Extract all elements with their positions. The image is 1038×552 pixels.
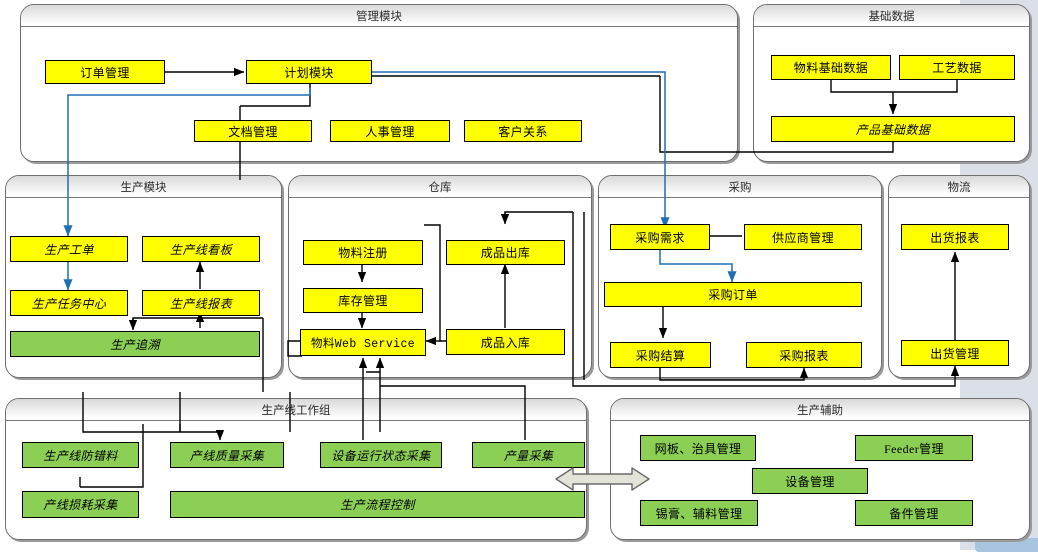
- panel-line-workgroup-body: [6, 421, 586, 539]
- node-fg-outbound[interactable]: 成品出库: [446, 240, 565, 265]
- node-inventory-mgmt[interactable]: 库存管理: [303, 288, 423, 313]
- node-solder-aux[interactable]: 锡膏、辅料管理: [640, 500, 758, 526]
- node-stencil-jig[interactable]: 网板、治具管理: [640, 435, 756, 461]
- node-shipping-mgmt[interactable]: 出货管理: [901, 340, 1009, 366]
- node-supplier-mgmt[interactable]: 供应商管理: [744, 224, 862, 250]
- panel-warehouse-title: 仓库: [289, 176, 591, 198]
- node-equipment-mgmt[interactable]: 设备管理: [752, 468, 868, 494]
- node-purchase-settle[interactable]: 采购结算: [610, 342, 711, 368]
- panel-production-aux-title: 生产辅助: [611, 399, 1029, 421]
- node-line-antimistake[interactable]: 生产线防错料: [22, 442, 139, 468]
- node-work-order[interactable]: 生产工单: [10, 236, 128, 262]
- node-process-data[interactable]: 工艺数据: [899, 55, 1015, 80]
- node-customer-rel[interactable]: 客户关系: [464, 120, 582, 142]
- node-process-control[interactable]: 生产流程控制: [170, 491, 585, 518]
- node-equip-status[interactable]: 设备运行状态采集: [320, 442, 442, 468]
- node-plan-module[interactable]: 计划模块: [246, 60, 372, 84]
- node-line-kanban[interactable]: 生产线看板: [142, 236, 260, 262]
- node-purchase-demand[interactable]: 采购需求: [610, 224, 710, 250]
- node-task-center[interactable]: 生产任务中心: [10, 290, 128, 316]
- node-material-webservice[interactable]: 物料Web Service: [300, 329, 426, 356]
- node-material-register[interactable]: 物料注册: [303, 240, 423, 265]
- panel-line-workgroup[interactable]: 生产线工作组: [5, 398, 587, 540]
- panel-purchasing-title: 采购: [599, 176, 881, 198]
- node-purchase-order[interactable]: 采购订单: [604, 282, 862, 307]
- node-order-mgmt[interactable]: 订单管理: [45, 60, 165, 84]
- node-feeder-mgmt[interactable]: Feeder管理: [855, 435, 973, 461]
- node-fg-inbound[interactable]: 成品入库: [446, 329, 565, 355]
- bottom-right-accent: [975, 538, 1038, 552]
- node-hr-mgmt[interactable]: 人事管理: [330, 120, 450, 142]
- node-line-loss[interactable]: 产线损耗采集: [22, 491, 139, 518]
- node-product-basic[interactable]: 产品基础数据: [771, 116, 1015, 142]
- node-doc-mgmt[interactable]: 文档管理: [194, 120, 312, 142]
- node-material-basic[interactable]: 物料基础数据: [771, 55, 891, 80]
- node-shipping-report[interactable]: 出货报表: [901, 224, 1009, 250]
- panel-management-title: 管理模块: [21, 5, 737, 27]
- node-purchase-report[interactable]: 采购报表: [746, 342, 862, 368]
- panel-basic-data-title: 基础数据: [754, 5, 1029, 27]
- panel-production-title: 生产模块: [6, 176, 281, 198]
- node-production-trace[interactable]: 生产追溯: [10, 331, 260, 357]
- node-line-quality[interactable]: 产线质量采集: [170, 442, 284, 468]
- node-output-collect[interactable]: 产量采集: [472, 442, 585, 468]
- panel-line-workgroup-title: 生产线工作组: [6, 399, 586, 421]
- node-line-report[interactable]: 生产线报表: [142, 290, 260, 316]
- panel-logistics-title: 物流: [889, 176, 1029, 198]
- node-spare-parts[interactable]: 备件管理: [855, 500, 973, 526]
